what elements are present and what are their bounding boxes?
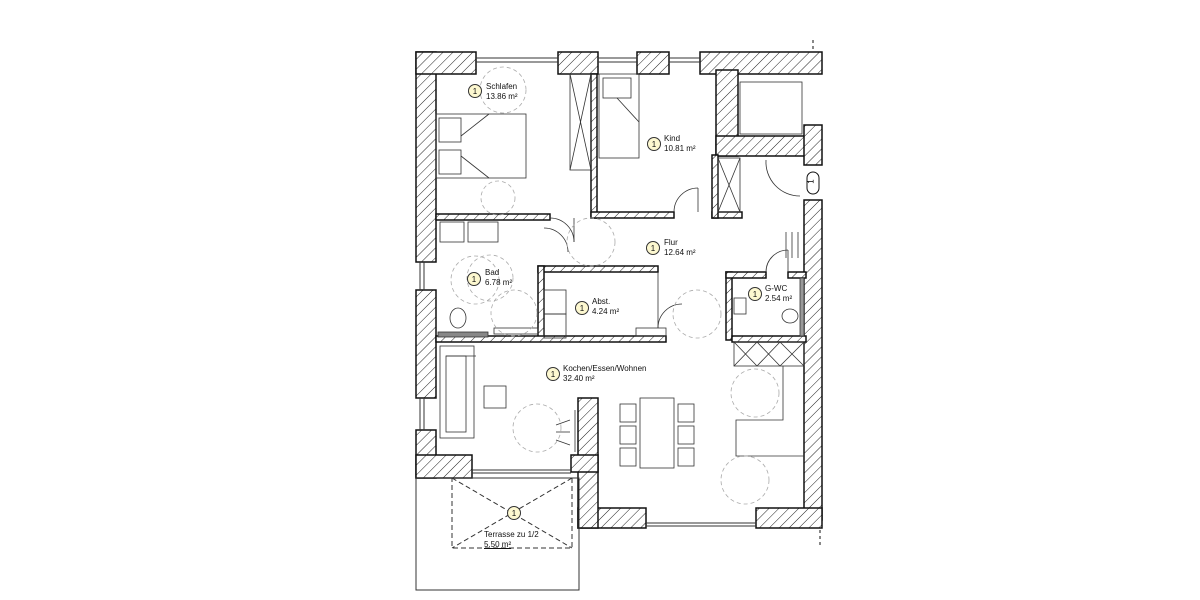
room-badge: 1 [467,272,481,286]
furniture [435,73,805,469]
terrace [415,477,580,591]
exterior-walls [415,51,823,529]
clearance-circles [450,66,780,505]
room-badge: 1 [575,301,589,315]
room-badge: 1 [748,287,762,301]
doors [543,159,801,329]
room-badge: 1 [507,506,521,520]
room-badge: 1 [468,84,482,98]
room-badge: 1 [647,137,661,151]
interior-walls [435,73,807,343]
room-badge: 1 [646,241,660,255]
axis-marker [806,40,821,548]
room-badge: 1 [546,367,560,381]
wardrobes [569,73,805,367]
room-name: Abst.4.24 m² [592,297,620,316]
windows [419,57,756,527]
axis-marker-label: 1 [806,179,816,184]
